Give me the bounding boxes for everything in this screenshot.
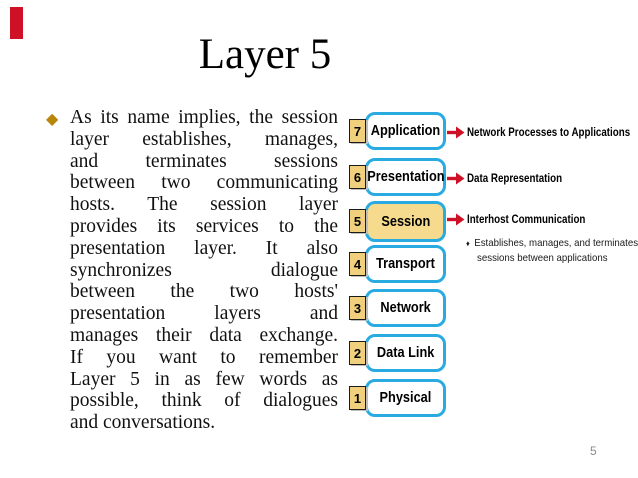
sub-bullet-text: Establishes, manages, and terminates bbox=[474, 237, 638, 249]
body-line: between two communicating bbox=[70, 172, 338, 194]
osi-label: Data Link bbox=[376, 345, 435, 361]
red-arrow-icon bbox=[447, 172, 465, 185]
body-paragraph: As its name implies, the session layer e… bbox=[70, 107, 338, 434]
page-number: 5 bbox=[590, 444, 597, 458]
osi-box-network: Network bbox=[365, 289, 446, 327]
osi-box-session: Session bbox=[365, 201, 446, 242]
annotation-label: Network Processes to Applications bbox=[467, 126, 631, 139]
body-line: manages their data exchange. bbox=[70, 324, 338, 346]
body-line: and terminates sessions bbox=[70, 150, 338, 172]
body-line: synchronizes dialogue bbox=[70, 259, 338, 281]
bullet-diamond-icon: ◆ bbox=[46, 111, 59, 128]
osi-number-6: 6 bbox=[349, 165, 366, 189]
osi-label: Transport bbox=[376, 256, 435, 272]
session-sub-bullets: ♦ Establishes, manages, and terminates se… bbox=[466, 236, 638, 266]
osi-number-2: 2 bbox=[349, 341, 366, 365]
slide-title: Layer 5 bbox=[198, 31, 332, 78]
osi-label: Application bbox=[370, 123, 441, 139]
body-line: between the two hosts' bbox=[70, 281, 338, 303]
osi-number-7: 7 bbox=[349, 119, 366, 143]
body-line: layer establishes, manages, bbox=[70, 128, 338, 150]
annotation-label: Data Representation bbox=[467, 172, 563, 185]
osi-label: Physical bbox=[379, 390, 432, 406]
osi-number-4: 4 bbox=[349, 252, 366, 276]
osi-number-3: 3 bbox=[349, 296, 366, 320]
osi-number-5: 5 bbox=[349, 209, 366, 233]
sub-bullet-line: ♦ Establishes, manages, and terminates bbox=[466, 236, 638, 251]
red-arrow-icon bbox=[447, 126, 465, 139]
annotation-application: Network Processes to Applications bbox=[447, 126, 638, 139]
annotation-presentation: Data Representation bbox=[447, 172, 579, 185]
body-line: and conversations. bbox=[70, 412, 216, 434]
sub-bullet-line: sessions between applications bbox=[466, 251, 622, 266]
osi-box-data-link: Data Link bbox=[365, 334, 446, 372]
osi-label: Network bbox=[380, 300, 431, 316]
body-line: presentation layer. It also bbox=[70, 237, 338, 259]
body-line: presentation layers and bbox=[70, 303, 338, 325]
small-diamond-icon: ♦ bbox=[466, 239, 470, 248]
osi-box-application: Application bbox=[365, 112, 446, 150]
annotation-label: Interhost Communication bbox=[467, 213, 586, 226]
sub-bullet-text: sessions between applications bbox=[477, 252, 608, 264]
red-arrow-icon bbox=[447, 213, 465, 226]
osi-box-presentation: Presentation bbox=[365, 158, 446, 196]
osi-label: Presentation bbox=[366, 169, 445, 185]
body-line: hosts. The session layer bbox=[70, 194, 338, 216]
body-line: As its name implies, the session bbox=[70, 107, 338, 128]
osi-label: Session bbox=[381, 213, 430, 230]
osi-box-transport: Transport bbox=[365, 245, 446, 283]
body-line: If you want to remember bbox=[70, 346, 338, 368]
body-line: provides its services to the bbox=[70, 215, 338, 237]
annotation-session: Interhost Communication bbox=[447, 213, 606, 226]
osi-box-physical: Physical bbox=[365, 379, 446, 417]
body-line: possible, think of dialogues bbox=[70, 390, 338, 412]
osi-number-1: 1 bbox=[349, 386, 366, 410]
body-line: Layer 5 in as few words as bbox=[70, 368, 338, 390]
red-accent-bar bbox=[10, 7, 23, 39]
